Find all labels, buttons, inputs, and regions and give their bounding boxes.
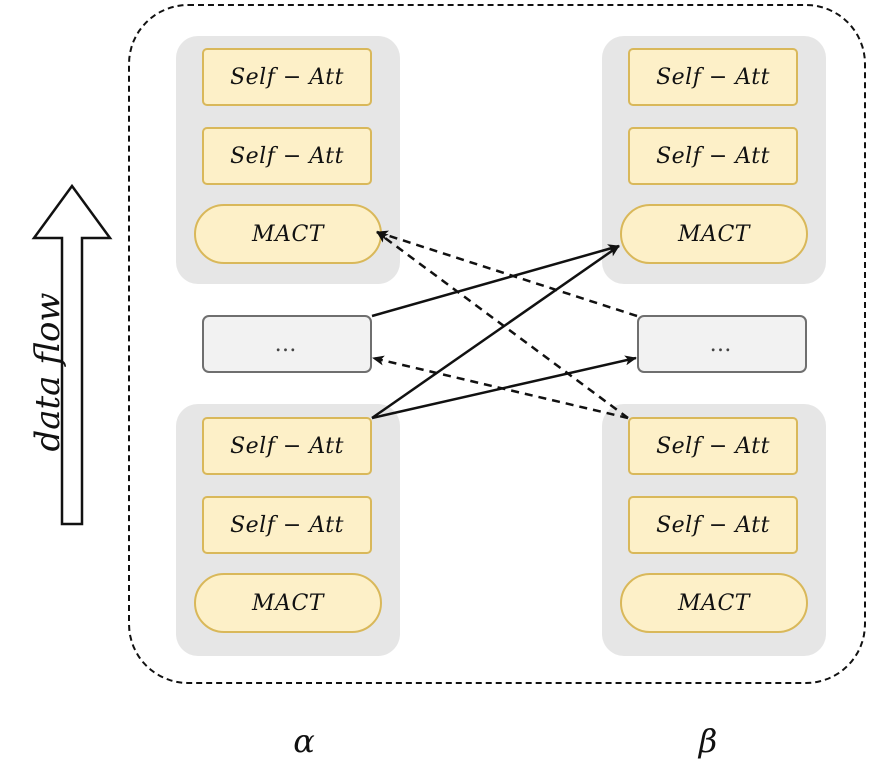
arrow-alpha-selfatt-to-beta-mact: [371, 244, 620, 420]
alpha-top-self-att-2: Self − Att: [202, 127, 372, 185]
beta-top-mact: MACT: [620, 204, 808, 264]
alpha-bottom-self-att-1: Self − Att: [202, 417, 372, 475]
outer-container: [128, 4, 866, 684]
arrow-beta-selfatt-to-alpha-mact: [376, 230, 629, 420]
beta-bottom-self-att-1: Self − Att: [628, 417, 798, 475]
beta-top-self-att-2: Self − Att: [628, 127, 798, 185]
beta-bottom-self-att-2: Self − Att: [628, 496, 798, 554]
alpha-bottom-self-att-2: Self − Att: [202, 496, 372, 554]
arrow-alpha-middle-to-beta-mact: [371, 244, 620, 318]
beta-middle-ellipsis: …: [637, 315, 807, 373]
alpha-bottom-mact: MACT: [194, 573, 382, 633]
arrow-beta-middle-to-alpha-mact: [376, 230, 638, 318]
alpha-column-label: α: [293, 722, 315, 760]
alpha-top-mact: MACT: [194, 204, 382, 264]
arrow-beta-selfatt-to-alpha-middle: [372, 355, 629, 420]
beta-column-label: β: [698, 722, 718, 760]
beta-top-self-att-1: Self − Att: [628, 48, 798, 106]
beta-bottom-mact: MACT: [620, 573, 808, 633]
alpha-top-self-att-1: Self − Att: [202, 48, 372, 106]
alpha-middle-ellipsis: …: [202, 315, 372, 373]
